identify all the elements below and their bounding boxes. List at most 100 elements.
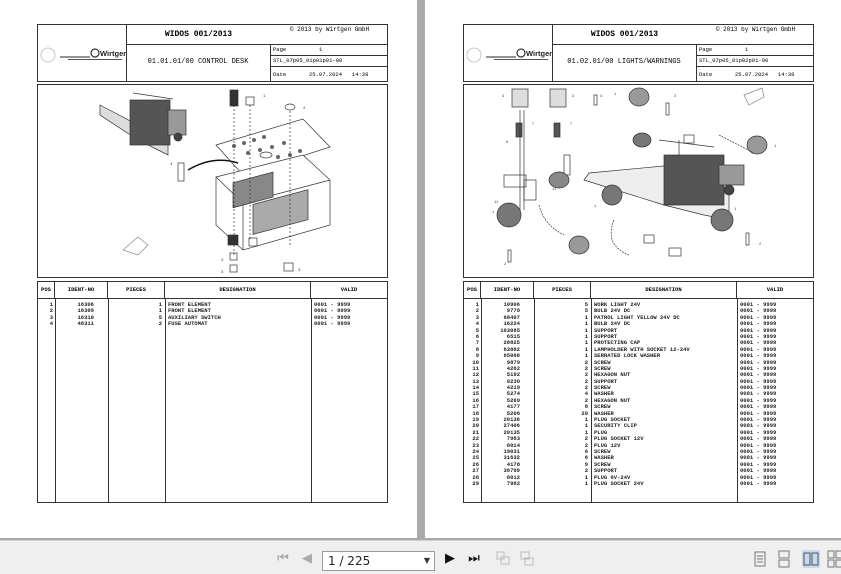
cell-designation: SCREW <box>594 358 611 366</box>
svg-text:3: 3 <box>572 95 574 99</box>
svg-text:3: 3 <box>502 95 504 99</box>
cell-ident-no: 16310 <box>77 313 94 321</box>
cell-ident-no: 8012 <box>506 473 520 481</box>
cell-pieces: 4 <box>584 390 588 398</box>
cell-pieces: 1 <box>584 473 588 481</box>
svg-text:Wirtgen: Wirtgen <box>100 49 126 58</box>
cell-valid: 0001 - 9999 <box>740 479 777 487</box>
cell-designation: PATROL LIGHT YELLOW 24V DC <box>594 313 680 321</box>
svg-text:1: 1 <box>614 93 616 97</box>
skip-last-icon: ⏭ <box>468 550 480 566</box>
svg-text:1: 1 <box>774 145 776 149</box>
cell-ident-no: 16309 <box>77 307 94 315</box>
next-icon: ▶ <box>445 550 455 566</box>
two-page-view-button[interactable] <box>802 550 820 568</box>
cell-ident-no: 27406 <box>503 422 520 430</box>
cell-valid: 0001 - 9999 <box>740 409 777 417</box>
cell-pieces: 2 <box>584 396 588 404</box>
cell-designation: BULB 24V DC <box>594 307 631 315</box>
cell-designation: WASHER <box>594 390 614 398</box>
cell-valid: 0001 - 9999 <box>740 416 777 424</box>
cell-valid: 0001 - 9999 <box>740 396 777 404</box>
cell-pos: 27 <box>472 467 479 475</box>
next-page-button[interactable]: ▶ <box>441 549 459 567</box>
cell-valid: 0001 - 9999 <box>740 384 777 392</box>
copyright: © 2013 by Wirtgen GmbH <box>289 26 370 33</box>
next-view-button[interactable] <box>518 549 536 567</box>
col-pos: POS <box>38 282 55 298</box>
cell-pos: 3 <box>475 313 479 321</box>
single-page-view-button[interactable] <box>751 550 769 568</box>
cell-ident-no: 31632 <box>503 454 520 462</box>
cell-valid: 0001 - 9999 <box>740 358 777 366</box>
cell-pieces: 1 <box>584 326 588 334</box>
cell-valid: 0001 - 9999 <box>740 313 777 321</box>
cell-pos: 29 <box>472 479 479 487</box>
skip-first-icon: ⏮ <box>277 550 289 566</box>
doc-id: STL_07p05_01p02p01-00 <box>699 57 769 64</box>
wirtgen-logo: Wirtgen <box>38 25 128 81</box>
svg-text:4: 4 <box>170 163 173 167</box>
document-viewer[interactable]: Wirtgen WIDOS 001/2013 © 2013 by Wirtgen… <box>0 0 841 540</box>
cell-pos: 15 <box>472 390 479 398</box>
first-page-button[interactable]: ⏮ <box>274 549 292 567</box>
cell-valid: 0001 - 9999 <box>740 339 777 347</box>
cell-pos: 14 <box>472 384 479 392</box>
header-title: WIDOS 001/2013 <box>126 25 271 45</box>
page-left: Wirtgen WIDOS 001/2013 © 2013 by Wirtgen… <box>0 0 417 538</box>
prev-icon: ◀ <box>302 550 312 566</box>
two-page-continuous-view-button[interactable] <box>826 550 841 568</box>
page-header: Wirtgen WIDOS 001/2013 © 2013 by Wirtgen… <box>463 24 814 82</box>
cell-designation: BULB 24V DC <box>594 320 631 328</box>
continuous-view-button[interactable] <box>775 550 793 568</box>
cell-valid: 0001 - 9999 <box>740 345 777 353</box>
col-pos: POS <box>464 282 481 298</box>
cell-designation: SCREW <box>594 364 611 372</box>
last-page-button[interactable]: ⏭ <box>465 549 483 567</box>
previous-view-icon <box>496 551 510 565</box>
previous-view-button[interactable] <box>494 549 512 567</box>
cell-ident-no: 6515 <box>506 332 520 340</box>
cell-pos: 12 <box>472 371 479 379</box>
two-page-continuous-icon <box>827 550 841 568</box>
page-number-value: 1 / 225 <box>328 554 371 568</box>
svg-text:2: 2 <box>759 243 761 247</box>
cell-designation: FRONT ELEMENT <box>168 301 211 308</box>
svg-text:1: 1 <box>263 95 266 99</box>
page-number-input[interactable]: 1 / 225 ▼ <box>322 551 435 571</box>
col-ident-no: IDENT-NO <box>55 282 108 298</box>
cell-valid: 0001 - 9999 <box>740 467 777 475</box>
svg-text:11: 11 <box>552 188 556 192</box>
cell-ident-no: 63882 <box>503 345 520 353</box>
svg-text:8: 8 <box>506 141 508 145</box>
cell-pos: 8 <box>475 345 479 353</box>
svg-text:Wirtgen: Wirtgen <box>526 49 552 58</box>
chevron-down-icon[interactable]: ▼ <box>423 556 430 565</box>
cell-pieces: 20 <box>581 409 588 417</box>
cell-valid: 0001 - 9999 <box>314 307 351 315</box>
previous-page-button[interactable]: ◀ <box>298 549 316 567</box>
cell-valid: 0001 - 9999 <box>740 422 777 430</box>
cell-valid: 0001 - 9999 <box>314 301 351 308</box>
cell-ident-no: 68407 <box>503 313 520 321</box>
svg-text:2: 2 <box>303 107 306 111</box>
svg-text:3: 3 <box>221 271 224 275</box>
cell-designation: FRONT ELEMENT <box>168 307 211 315</box>
cell-pos: 23 <box>472 441 479 449</box>
cell-valid: 0001 - 9999 <box>740 403 777 411</box>
cell-pos: 24 <box>472 447 479 455</box>
cell-designation: PROTECTING CAP <box>594 339 641 347</box>
